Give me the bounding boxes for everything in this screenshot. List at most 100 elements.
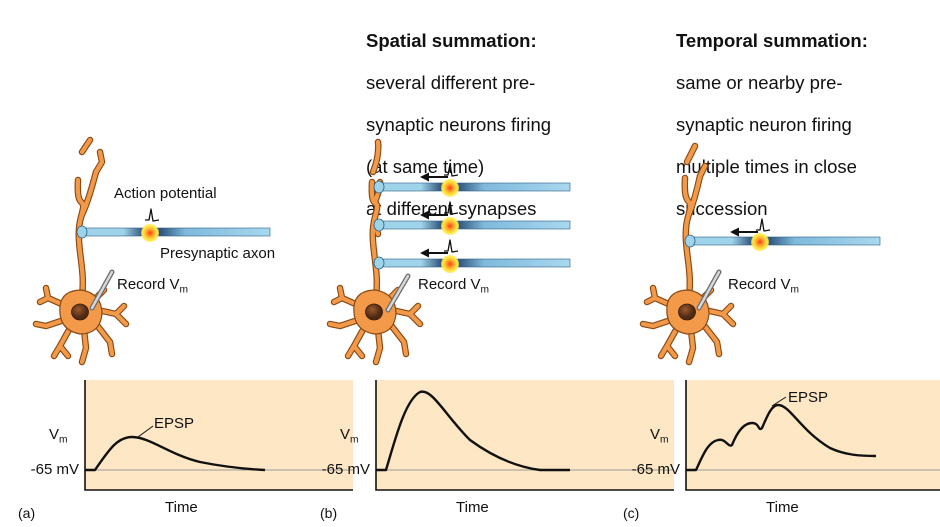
left-arrow-icon	[420, 172, 448, 182]
panel-letter: (c)	[623, 505, 639, 521]
dendrite	[79, 327, 89, 365]
epsp-label: EPSP	[154, 415, 194, 432]
epsp-graph: Vm -65 mV Time	[632, 380, 940, 516]
graph-axes	[84, 380, 353, 491]
axon-body	[81, 227, 271, 237]
dendrite	[79, 137, 93, 155]
dendrite	[327, 317, 361, 329]
panel-letter: (a)	[18, 505, 35, 521]
presynaptic-axon	[373, 179, 571, 197]
axon-terminal	[373, 218, 385, 232]
dendrite	[93, 149, 105, 175]
arrow-head	[730, 227, 739, 237]
axon-terminal	[373, 180, 385, 194]
action-potential-spike-icon	[145, 208, 160, 222]
dendrite	[93, 321, 115, 357]
electrode-highlight	[697, 270, 721, 310]
dendrite	[337, 285, 345, 301]
baseline-label: -65 mV	[31, 461, 79, 478]
axon-body	[378, 182, 571, 192]
synapse-glow	[441, 217, 459, 235]
action-potential-label: Action potential	[114, 185, 217, 202]
left-arrow-icon	[420, 248, 448, 258]
synapse-glow	[441, 255, 459, 273]
spatial-summation-title: Spatial summation:	[366, 30, 537, 51]
graph-axes	[375, 380, 674, 491]
graph-background	[376, 380, 674, 490]
panel-letter: (b)	[320, 505, 337, 521]
y-axis-label: Vm	[49, 426, 68, 445]
recording-electrode-icon	[385, 273, 411, 313]
epsp-label: EPSP	[788, 389, 828, 406]
graph-background	[85, 380, 353, 490]
dendrite	[351, 343, 365, 359]
spatial-summation-line: several different pre-	[366, 72, 536, 93]
action-potential-spike-icon	[444, 239, 459, 253]
epsp-leader-line	[771, 396, 787, 407]
dendrite	[640, 317, 674, 329]
neuron-icon	[639, 142, 737, 366]
dendrite	[664, 343, 678, 359]
dendrite	[373, 327, 383, 365]
x-axis-label: Time	[456, 499, 489, 516]
neuron-icon	[32, 136, 130, 366]
baseline-label: -65 mV	[322, 461, 370, 478]
recording-electrode-icon	[89, 269, 115, 311]
record-vm-label: Record Vm	[728, 276, 799, 295]
dendrite	[407, 303, 421, 317]
action-potential-spike-icon	[756, 218, 771, 232]
nucleus	[678, 303, 696, 321]
presynaptic-axon-label: Presynaptic axon	[160, 245, 275, 262]
synapse-glow	[441, 179, 459, 197]
y-axis-label: Vm	[340, 426, 359, 445]
dendrite	[697, 163, 708, 179]
neuron-icon	[326, 138, 424, 366]
arrow-head	[420, 210, 429, 220]
left-arrow-icon	[420, 210, 448, 220]
epsp-trace	[85, 435, 266, 472]
temporal-summation-line: same or nearby pre-	[676, 72, 843, 93]
axon-body	[689, 236, 881, 246]
arrow-head	[420, 172, 429, 182]
dendrite	[685, 173, 703, 220]
presynaptic-axon	[76, 224, 271, 242]
dendrite	[78, 169, 99, 220]
temporal-summation-line: multiple times in close	[676, 156, 857, 177]
axon-body	[378, 258, 571, 268]
dendrite	[43, 285, 51, 301]
presynaptic-axon	[373, 217, 571, 235]
y-axis-label: Vm	[650, 426, 669, 445]
temporal-summation-line: succession	[676, 198, 768, 219]
nucleus	[365, 303, 383, 321]
temporal-summation-heading: Temporal summation: same or nearby pre- …	[676, 9, 868, 240]
temporal-summation-title: Temporal summation:	[676, 30, 868, 51]
dendrite	[57, 343, 71, 359]
dendrite	[650, 285, 658, 301]
presynaptic-axon	[684, 233, 881, 251]
recording-electrode-icon	[696, 269, 722, 311]
epsp-graph: Vm -65 mV Time	[322, 380, 674, 516]
record-vm-label: Record Vm	[117, 276, 188, 295]
temporal-summation-line: synaptic neuron firing	[676, 114, 852, 135]
x-axis-label: Time	[766, 499, 799, 516]
panel-c: Record Vm Vm -65 mV Time EPSP (c)	[623, 142, 940, 521]
spatial-summation-line: at different synapses	[366, 198, 537, 219]
dendrite	[33, 317, 67, 329]
synapse-glow	[141, 224, 159, 242]
presynaptic-axon	[373, 255, 571, 273]
baseline-label: -65 mV	[632, 461, 680, 478]
arrow-head	[420, 248, 429, 258]
left-arrow-icon	[730, 227, 758, 237]
dendrite	[720, 303, 734, 317]
dendrite	[370, 139, 381, 175]
dendrite	[387, 321, 409, 357]
electrode-highlight	[90, 270, 114, 310]
action-potential-spike-icon	[444, 163, 459, 177]
spatial-summation-line: synaptic neurons firing	[366, 114, 552, 135]
x-axis-label: Time	[165, 499, 198, 516]
dendrite	[700, 321, 722, 357]
record-vm-label: Record Vm	[418, 276, 489, 295]
electrode-highlight	[386, 274, 410, 312]
epsp-graph: Vm -65 mV Time	[31, 380, 353, 516]
